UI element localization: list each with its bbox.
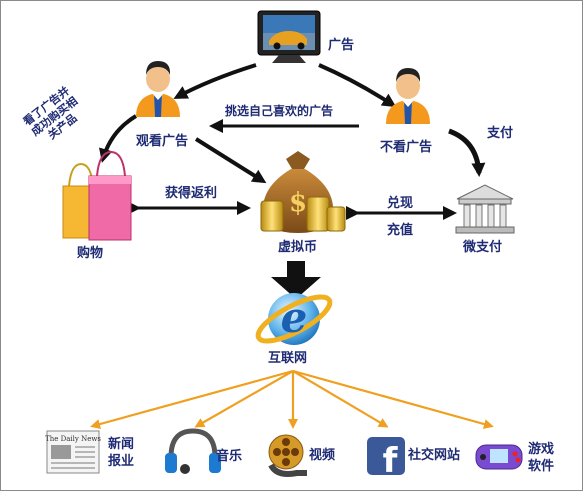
label-games-line2: 软件	[528, 459, 555, 474]
newspaper-masthead: The Daily News	[45, 435, 101, 443]
label-news-line1: 新闻	[108, 437, 135, 452]
shopping-bags-icon	[62, 150, 132, 241]
gameboy-icon	[475, 444, 523, 470]
arrow-ad-to-notwatch	[318, 63, 397, 108]
monitor-icon	[257, 10, 321, 63]
svg-text:f: f	[383, 441, 399, 481]
label-pay: 支付	[487, 126, 514, 141]
svg-text:e: e	[281, 293, 308, 342]
coin-stacks	[260, 196, 346, 232]
label-music: 音乐	[216, 449, 243, 464]
film-reel-icon	[268, 434, 307, 477]
label-exchange: 兑现	[387, 196, 414, 211]
label-not-watch-ad: 不看广告	[380, 140, 433, 155]
label-ad: 广告	[328, 38, 355, 53]
label-watch-ad: 观看广告	[136, 134, 189, 149]
arrow-to-music	[194, 370, 294, 428]
arrow-ad-to-watch	[173, 63, 257, 99]
newspaper-icon: The Daily News	[45, 430, 101, 474]
money-bag-icon: $	[260, 151, 346, 233]
label-news-line2: 报业	[108, 454, 135, 469]
person-notwatch-icon	[386, 68, 430, 124]
label-micropay: 微支付	[463, 240, 503, 255]
label-games-line1: 游戏	[528, 442, 555, 457]
label-choose-ad: 挑选自己喜欢的广告	[225, 104, 334, 118]
label-virtual-coin: 虚拟币	[278, 240, 318, 255]
label-video: 视频	[309, 448, 336, 463]
label-recharge: 充值	[387, 223, 414, 238]
label-internet: 互联网	[268, 351, 308, 366]
facebook-icon: f	[367, 437, 405, 481]
person-watch-icon	[136, 61, 180, 117]
arrow-pay	[448, 128, 486, 177]
arrows-black	[99, 63, 486, 220]
label-get-rebate: 获得返利	[165, 186, 218, 201]
svg-text:$: $	[289, 188, 307, 218]
headphones-icon	[165, 428, 221, 474]
internet-globe-icon: e	[255, 293, 333, 345]
arrow-to-news	[90, 369, 294, 429]
arrow-coin-to-internet	[271, 261, 321, 299]
bank-icon	[455, 184, 515, 234]
label-social: 社交网站	[408, 448, 461, 463]
label-shopping: 购物	[77, 246, 104, 261]
arrows-orange	[90, 369, 494, 429]
arrow-to-games	[292, 369, 494, 429]
arrow-watch-to-coin	[194, 137, 267, 184]
arrow-to-social	[292, 370, 389, 428]
